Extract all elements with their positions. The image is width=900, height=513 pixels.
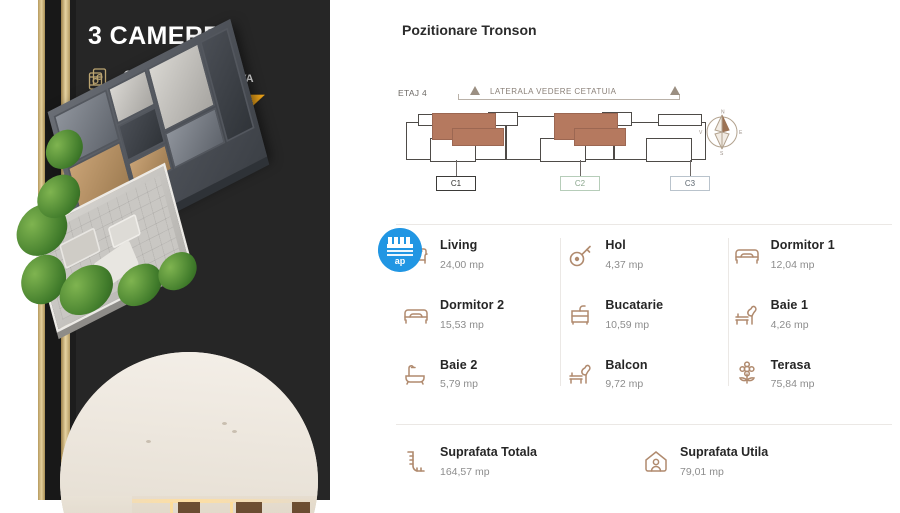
section-code-c2[interactable]: C2: [560, 176, 600, 191]
room-item-bucatarie[interactable]: Bucatarie 10,59 mp: [561, 296, 726, 334]
divider-column-2: [728, 238, 729, 386]
room-name: Living: [440, 238, 478, 252]
view-direction-arrow-icon: [470, 86, 480, 95]
total-item-suprafata-totala[interactable]: Suprafata Totala 164,57 mp: [396, 443, 636, 481]
svg-text:V: V: [699, 130, 703, 136]
floor-label: ETAJ 4: [398, 88, 428, 98]
orientation-tick-left: [458, 94, 459, 100]
kitchen-counter-icon: [567, 301, 595, 329]
room-area: 9,72 mp: [605, 378, 644, 391]
room-area: 15,53 mp: [440, 318, 484, 331]
total-name: Suprafata Totala: [440, 445, 538, 459]
orientation-label: LATERALA VEDERE CETATUIA: [490, 87, 617, 96]
room-area: 12,04 mp: [770, 258, 815, 271]
svg-text:S: S: [720, 151, 724, 156]
room-item-baie-2[interactable]: Baie 2 5,79 mp: [396, 356, 561, 394]
section-code-c1[interactable]: C1: [436, 176, 476, 191]
room-area: 4,37 mp: [605, 258, 644, 271]
room-area: 4,26 mp: [770, 318, 809, 331]
flower-icon: [733, 360, 761, 388]
total-name: Suprafata Utila: [680, 445, 769, 459]
orientation-line: [458, 99, 680, 100]
room-name: Terasa: [770, 357, 811, 372]
section-title-tronson: Pozitionare Tronson: [402, 22, 537, 38]
blue-circular-logo-badge: ap: [378, 228, 422, 272]
total-area: 79,01 mp: [680, 465, 724, 478]
svg-text:N: N: [721, 110, 725, 116]
divider-column-1: [560, 238, 561, 386]
section-code-c3[interactable]: C3: [670, 176, 710, 191]
room-item-balcon[interactable]: Balcon 9,72 mp: [561, 356, 726, 394]
svg-text:E: E: [739, 130, 743, 136]
room-name: Dormitor 2: [440, 297, 505, 312]
room-item-terasa[interactable]: Terasa 75,84 mp: [727, 356, 892, 394]
room-name: Dormitor 1: [770, 238, 835, 252]
room-name: Balcon: [605, 357, 648, 372]
circular-interior-render: [60, 352, 318, 513]
room-name: Hol: [605, 238, 626, 252]
orientation-tick-right: [679, 94, 680, 100]
house-person-icon: [642, 448, 670, 476]
bathtub-icon: [402, 360, 430, 388]
room-item-dormitor-2[interactable]: Dormitor 2 15,53 mp: [396, 296, 561, 334]
divider-top: [396, 224, 892, 225]
key-icon: [567, 241, 595, 269]
room-name: Baie 1: [770, 297, 809, 312]
room-item-dormitor-1[interactable]: Dormitor 1 12,04 mp: [727, 236, 892, 274]
bed-icon: [402, 301, 430, 329]
room-item-baie-1[interactable]: Baie 1 4,26 mp: [727, 296, 892, 334]
divider-bottom: [396, 424, 892, 425]
building-outline-plan: [406, 108, 706, 176]
details-panel: Pozitionare Tronson ETAJ 4 LATERALA VEDE…: [380, 0, 900, 513]
room-area: 24,00 mp: [440, 258, 484, 271]
room-area: 10,59 mp: [605, 318, 650, 331]
room-name: Bucatarie: [605, 297, 664, 312]
bench-tree-icon: [567, 360, 595, 388]
left-visual-panel: 3 CAMERE €215,305 +TVA min 50% avans: [0, 0, 330, 513]
room-name: Baie 2: [440, 357, 478, 372]
rooms-list: Living 24,00 mp Hol 4,37 mp: [396, 236, 892, 393]
room-area: 75,84 mp: [770, 378, 815, 391]
building-position-diagram: ETAJ 4 LATERALA VEDERE CETATUIA: [398, 72, 743, 202]
ruler-icon: [402, 448, 430, 476]
bed-icon: [733, 241, 761, 269]
total-area: 164,57 mp: [440, 465, 490, 478]
total-item-suprafata-utila[interactable]: Suprafata Utila 79,01 mp: [636, 443, 876, 481]
bench-tree-icon: [733, 301, 761, 329]
room-item-hol[interactable]: Hol 4,37 mp: [561, 236, 726, 274]
view-direction-arrow-icon: [670, 86, 680, 95]
room-area: 5,79 mp: [440, 378, 478, 391]
svg-text:ap: ap: [395, 256, 406, 266]
compass-rose-icon: N E S V: [698, 108, 746, 158]
totals-section: Suprafata Totala 164,57 mp Suprafata Uti…: [396, 443, 892, 481]
